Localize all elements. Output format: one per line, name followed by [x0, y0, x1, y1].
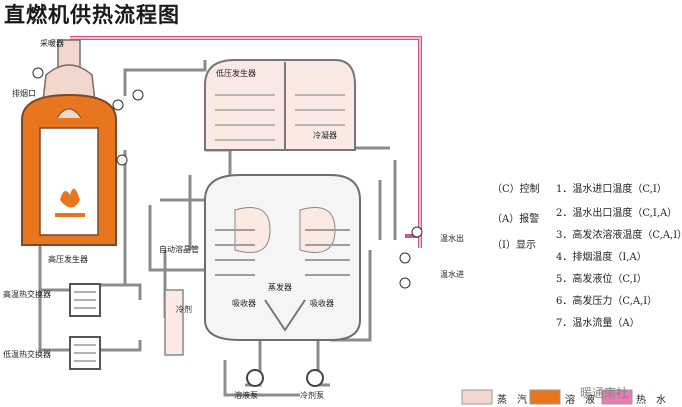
legend-item: 2．温水出口温度（C,I,A） [556, 208, 678, 219]
label-absorber-left: 吸收器 [232, 298, 256, 308]
label-auto-decrystal: 自动溶晶管 [159, 244, 199, 254]
instrument-markers [32, 67, 423, 289]
ht-exchanger-shape [69, 283, 101, 317]
legend-item: 5．高发液位（C,I） [556, 274, 647, 285]
refrigerant-pump-shape [306, 369, 324, 387]
legend-item: 6．高发压力（C,A,I） [556, 296, 658, 307]
legend-item: 1．温水进口温度（C,I） [556, 184, 667, 195]
legend-code-text: 控制 [519, 184, 540, 195]
legend-code-row: （I）显示 [492, 236, 536, 251]
legend-code: （C） [492, 184, 520, 195]
label-evaporator: 蒸发器 [268, 282, 292, 292]
label-lt-exchanger: 低温热交换器 [3, 349, 51, 359]
swatch-label-steam: 蒸 汽 [497, 395, 527, 406]
swatch-label-solution: 溶 液 [565, 395, 595, 406]
legend-code: （I） [492, 240, 516, 251]
swatch-solution [529, 389, 561, 405]
swatch-label-hotwater: 热 水 [636, 395, 666, 406]
solution-pump-shape [246, 369, 264, 387]
diagram-title: 直燃机供热流程图 [4, 3, 180, 27]
label-cold-pipe: 冷剂 [176, 304, 192, 314]
label-hot-water-out: 温水出 [440, 233, 464, 243]
lt-exchanger-shape [69, 336, 101, 370]
legend-item: 4．排烟温度（I,A） [556, 252, 647, 263]
label-hp-generator: 高压发生器 [48, 254, 88, 264]
legend-swatches [461, 389, 633, 405]
legend-item: 3．高发浓溶液温度（C,A,I） [556, 230, 682, 241]
swatch-steam [461, 389, 493, 405]
legend-code-text: 显示 [515, 240, 536, 251]
legend-code: （A） [492, 214, 520, 225]
legend-code-text: 报警 [519, 214, 540, 225]
legend-item: 7．温水流量（A） [556, 318, 640, 329]
swatch-hotwater [601, 389, 633, 405]
watermark-text: 暖通南社 [580, 386, 629, 400]
legend-code-row: （A）报警 [492, 210, 539, 225]
label-lp-generator: 低压发生器 [216, 68, 256, 78]
label-ht-exchanger: 高温热交换器 [3, 289, 51, 299]
label-absorber-right: 吸收器 [310, 298, 334, 308]
label-condenser: 冷凝器 [313, 130, 337, 140]
label-heater: 采暖器 [40, 38, 64, 48]
label-refrigerant-pump: 冷剂泵 [300, 390, 324, 400]
label-exhaust: 排烟口 [12, 88, 36, 98]
auto-decrystal-shape [164, 289, 184, 356]
label-hot-water-in: 温水进 [440, 269, 464, 279]
label-solution-pump: 溶液泵 [234, 390, 258, 400]
evaporator-shell [204, 174, 361, 341]
hp-generator-shape [21, 93, 117, 246]
lp-generator-shape [204, 59, 356, 151]
legend-code-row: （C）控制 [492, 180, 540, 195]
